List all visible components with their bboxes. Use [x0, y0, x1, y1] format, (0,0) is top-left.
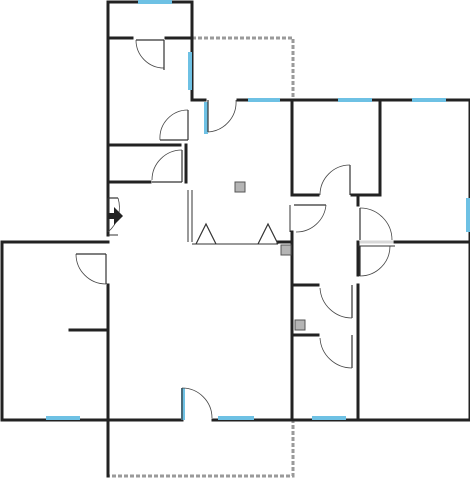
door-bed1 [319, 164, 351, 196]
door-double-right [257, 222, 279, 245]
door-room-a [135, 39, 165, 70]
door-hall-right [294, 204, 327, 233]
door-bath-2 [319, 335, 353, 369]
door-living-bottom [181, 387, 213, 420]
windows [46, 0, 470, 420]
column-corridor [280, 244, 292, 256]
wall-bed1-right [350, 98, 382, 197]
terraces [106, 36, 295, 478]
column-hall [234, 181, 246, 193]
door-wc [151, 149, 183, 183]
door-bath-1 [319, 285, 353, 319]
column-bath [294, 319, 306, 331]
door-double-left [195, 222, 217, 245]
doors [75, 39, 393, 420]
door-hall-a [159, 109, 189, 141]
thin-lines [108, 190, 395, 247]
columns [234, 181, 306, 331]
terrace-bottom [106, 420, 295, 478]
wall-tower [106, 0, 194, 102]
door-bed3 [359, 245, 391, 277]
terrace-top [192, 36, 295, 100]
door-bed2 [359, 207, 393, 241]
door-hall-top [207, 99, 237, 133]
entrance-arrow-icon [108, 207, 123, 225]
wall-bed3-right [356, 240, 470, 422]
door-living-left [75, 253, 107, 285]
